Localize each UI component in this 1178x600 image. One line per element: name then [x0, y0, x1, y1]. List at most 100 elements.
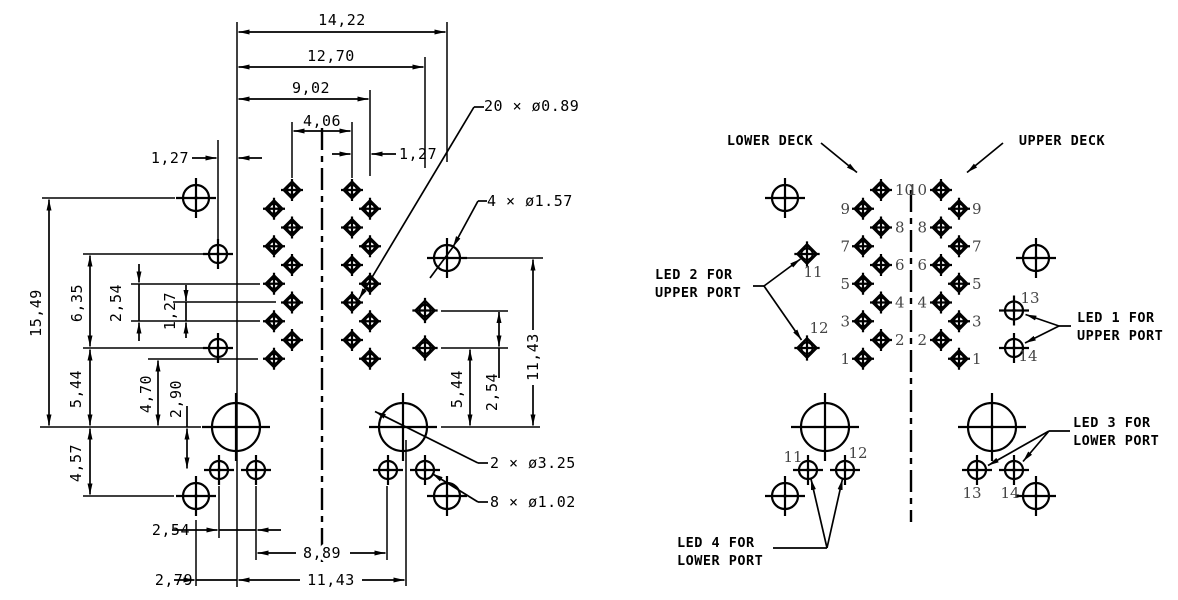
footprint-pads — [765, 178, 1056, 516]
dim-height-2-90: 2,90 — [167, 380, 185, 418]
mount-hole — [176, 178, 216, 218]
signal-pin — [359, 272, 381, 295]
label-led1-line2: UPPER PORT — [1077, 328, 1163, 344]
dim-offset-2-79: 2,79 — [155, 571, 193, 589]
pin-number: 1 — [972, 350, 982, 368]
dim-width-12-70: 12,70 — [307, 47, 355, 65]
pin-number: 13 — [1020, 289, 1039, 307]
footprint-pads — [176, 178, 467, 516]
mount-hole — [176, 476, 216, 516]
callout-signal-holes: 20 × ø0.89 — [484, 97, 579, 115]
signal-pin — [948, 310, 970, 333]
led-pin — [203, 239, 233, 269]
label-lower-deck: LOWER DECK — [727, 133, 814, 149]
signal-pin — [341, 216, 363, 239]
led-pin — [410, 455, 440, 485]
signal-pin — [870, 179, 892, 201]
pin-number: 14 — [1000, 484, 1019, 502]
pin-number: 5 — [972, 275, 982, 293]
pin-number: 13 — [962, 484, 981, 502]
dim-offset-1-27-right: 1,27 — [399, 145, 437, 163]
signal-pin — [930, 179, 952, 201]
pin-number: 12 — [848, 444, 867, 462]
dim-pitch-2-54-bottom: 2,54 — [152, 521, 190, 539]
pin-number: 4 — [895, 294, 905, 312]
led-pin — [999, 295, 1029, 326]
signal-pin — [930, 254, 952, 276]
dimension-texts: 14,22 12,70 9,02 4,06 1,27 1,27 15,49 6,… — [27, 11, 579, 593]
led-pin — [794, 335, 820, 361]
dimension-lines — [46, 29, 536, 583]
led-pin — [412, 335, 438, 361]
pin-number: 2 — [917, 331, 927, 349]
label-led1-line1: LED 1 FOR — [1077, 310, 1155, 326]
dim-width-8-89: 8,89 — [303, 544, 341, 562]
pin-number: 3 — [840, 312, 850, 330]
dim-height-11-43-right: 11,43 — [524, 333, 542, 381]
dim-row-offset-1-27: 1,27 — [161, 292, 179, 330]
dim-width-9-02: 9,02 — [292, 79, 330, 97]
left-view: 14,22 12,70 9,02 4,06 1,27 1,27 15,49 6,… — [27, 11, 579, 593]
led-pin — [999, 333, 1029, 363]
signal-pin — [263, 347, 285, 370]
pin-number: 3 — [972, 312, 982, 330]
signal-pin — [281, 254, 303, 276]
led-pin — [830, 455, 860, 485]
signal-pin — [852, 310, 874, 333]
signal-pin — [281, 329, 303, 351]
led-pin — [999, 455, 1029, 485]
signal-pin — [281, 179, 303, 201]
pin-number: 7 — [972, 237, 982, 255]
signal-pin — [948, 272, 970, 295]
big-hole — [791, 393, 859, 461]
label-led3-line2: LOWER PORT — [1073, 433, 1159, 449]
signal-pin — [870, 329, 892, 351]
label-upper-deck: UPPER DECK — [1019, 133, 1106, 149]
pin-number: 6 — [917, 256, 927, 274]
signal-pin — [359, 235, 381, 258]
mount-hole — [1016, 476, 1056, 516]
signal-pin — [870, 254, 892, 276]
led-pin — [204, 455, 234, 485]
signal-pin — [852, 235, 874, 258]
led-pin — [793, 455, 823, 485]
dim-width-4-06: 4,06 — [303, 112, 341, 130]
pin-number: 5 — [840, 275, 850, 293]
dim-height-5-44-right: 5,44 — [448, 370, 466, 408]
signal-pin — [948, 197, 970, 220]
signal-pin — [359, 197, 381, 220]
signal-pin — [852, 272, 874, 295]
led-pin — [241, 455, 271, 485]
led-pin — [412, 297, 438, 324]
label-leaders — [753, 142, 1071, 549]
signal-pin — [852, 197, 874, 220]
signal-pin — [341, 179, 363, 201]
signal-pin — [281, 291, 303, 314]
label-led4-line2: LOWER PORT — [677, 553, 763, 569]
signal-pin — [870, 216, 892, 239]
callout-led-holes: 8 × ø1.02 — [490, 493, 576, 511]
pin-number: 8 — [917, 219, 927, 237]
callout-leaders — [358, 106, 488, 503]
dim-offset-1-27-left: 1,27 — [151, 149, 189, 167]
dim-height-4-57: 4,57 — [67, 444, 85, 482]
mount-hole — [1016, 238, 1056, 278]
signal-pin — [263, 235, 285, 258]
big-hole — [369, 393, 437, 461]
pin-number: 11 — [783, 448, 802, 466]
led-pin — [203, 333, 233, 363]
label-led4-line1: LED 4 FOR — [677, 535, 755, 551]
dim-height-15-49: 15,49 — [27, 289, 45, 337]
pin-number: 14 — [1018, 347, 1037, 365]
dim-height-4-70: 4,70 — [137, 375, 155, 413]
pin-number: 6 — [895, 256, 905, 274]
label-led2-line1: LED 2 FOR — [655, 267, 733, 283]
dim-height-5-44-left: 5,44 — [67, 370, 85, 408]
signal-pin — [930, 216, 952, 239]
pin-number: 9 — [972, 200, 982, 218]
signal-pin — [281, 216, 303, 239]
label-led2-line2: UPPER PORT — [655, 285, 741, 301]
